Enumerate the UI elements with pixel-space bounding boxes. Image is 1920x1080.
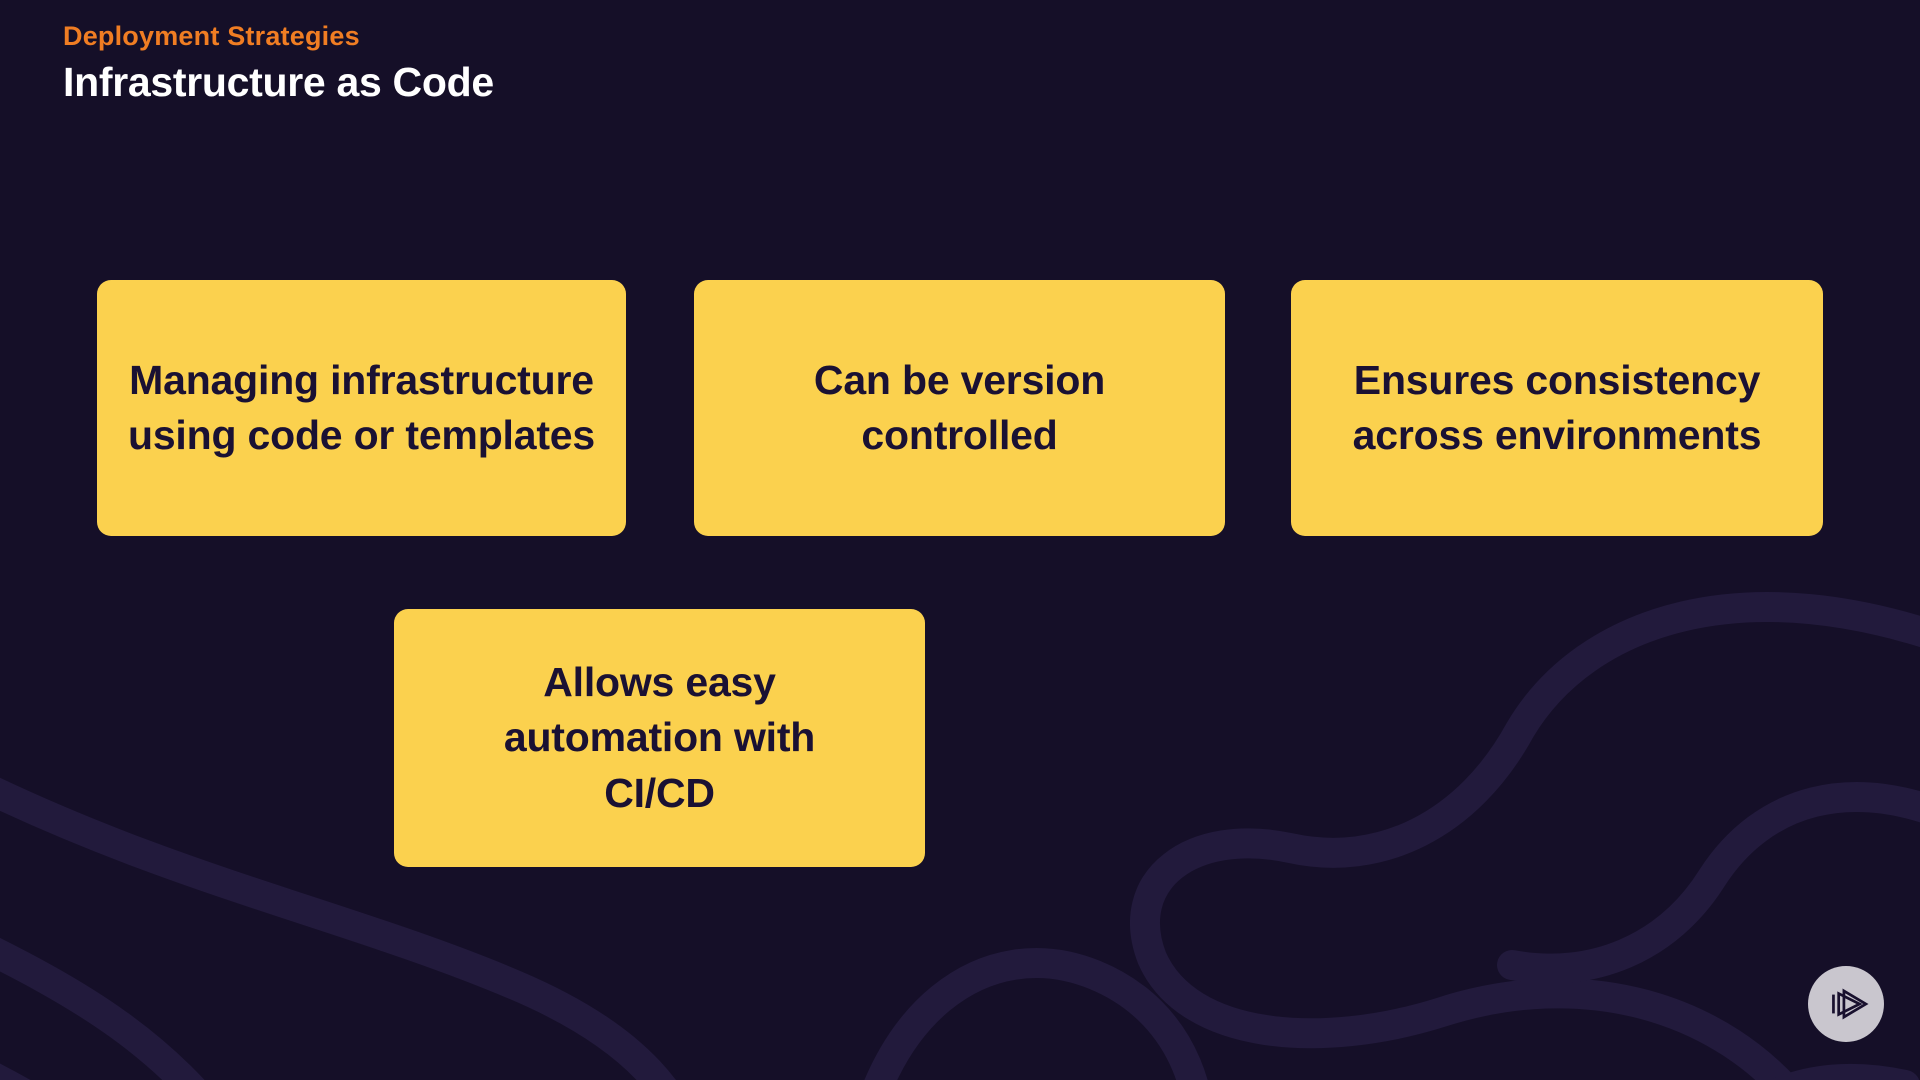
info-card-label: Allows easy automation with CI/CD xyxy=(503,658,816,816)
slide-eyebrow: Deployment Strategies xyxy=(63,21,360,51)
info-card-label: Managing infrastructure using code or te… xyxy=(127,356,595,458)
info-card-cicd-automation: Allows easy automation with CI/CD xyxy=(394,609,925,867)
info-card-label: Can be version controlled xyxy=(813,356,1106,458)
info-card-label: Ensures consistency across environments xyxy=(1352,356,1762,458)
pluralsight-play-icon xyxy=(1832,988,1869,1020)
page-title: Infrastructure as Code xyxy=(63,59,494,106)
info-card-managing-infrastructure: Managing infrastructure using code or te… xyxy=(97,280,626,536)
slide-header: Deployment Strategies Infrastructure as … xyxy=(63,20,494,108)
info-card-version-controlled: Can be version controlled xyxy=(694,280,1225,536)
pluralsight-logo-badge xyxy=(1808,966,1884,1042)
info-card-consistency: Ensures consistency across environments xyxy=(1291,280,1823,536)
